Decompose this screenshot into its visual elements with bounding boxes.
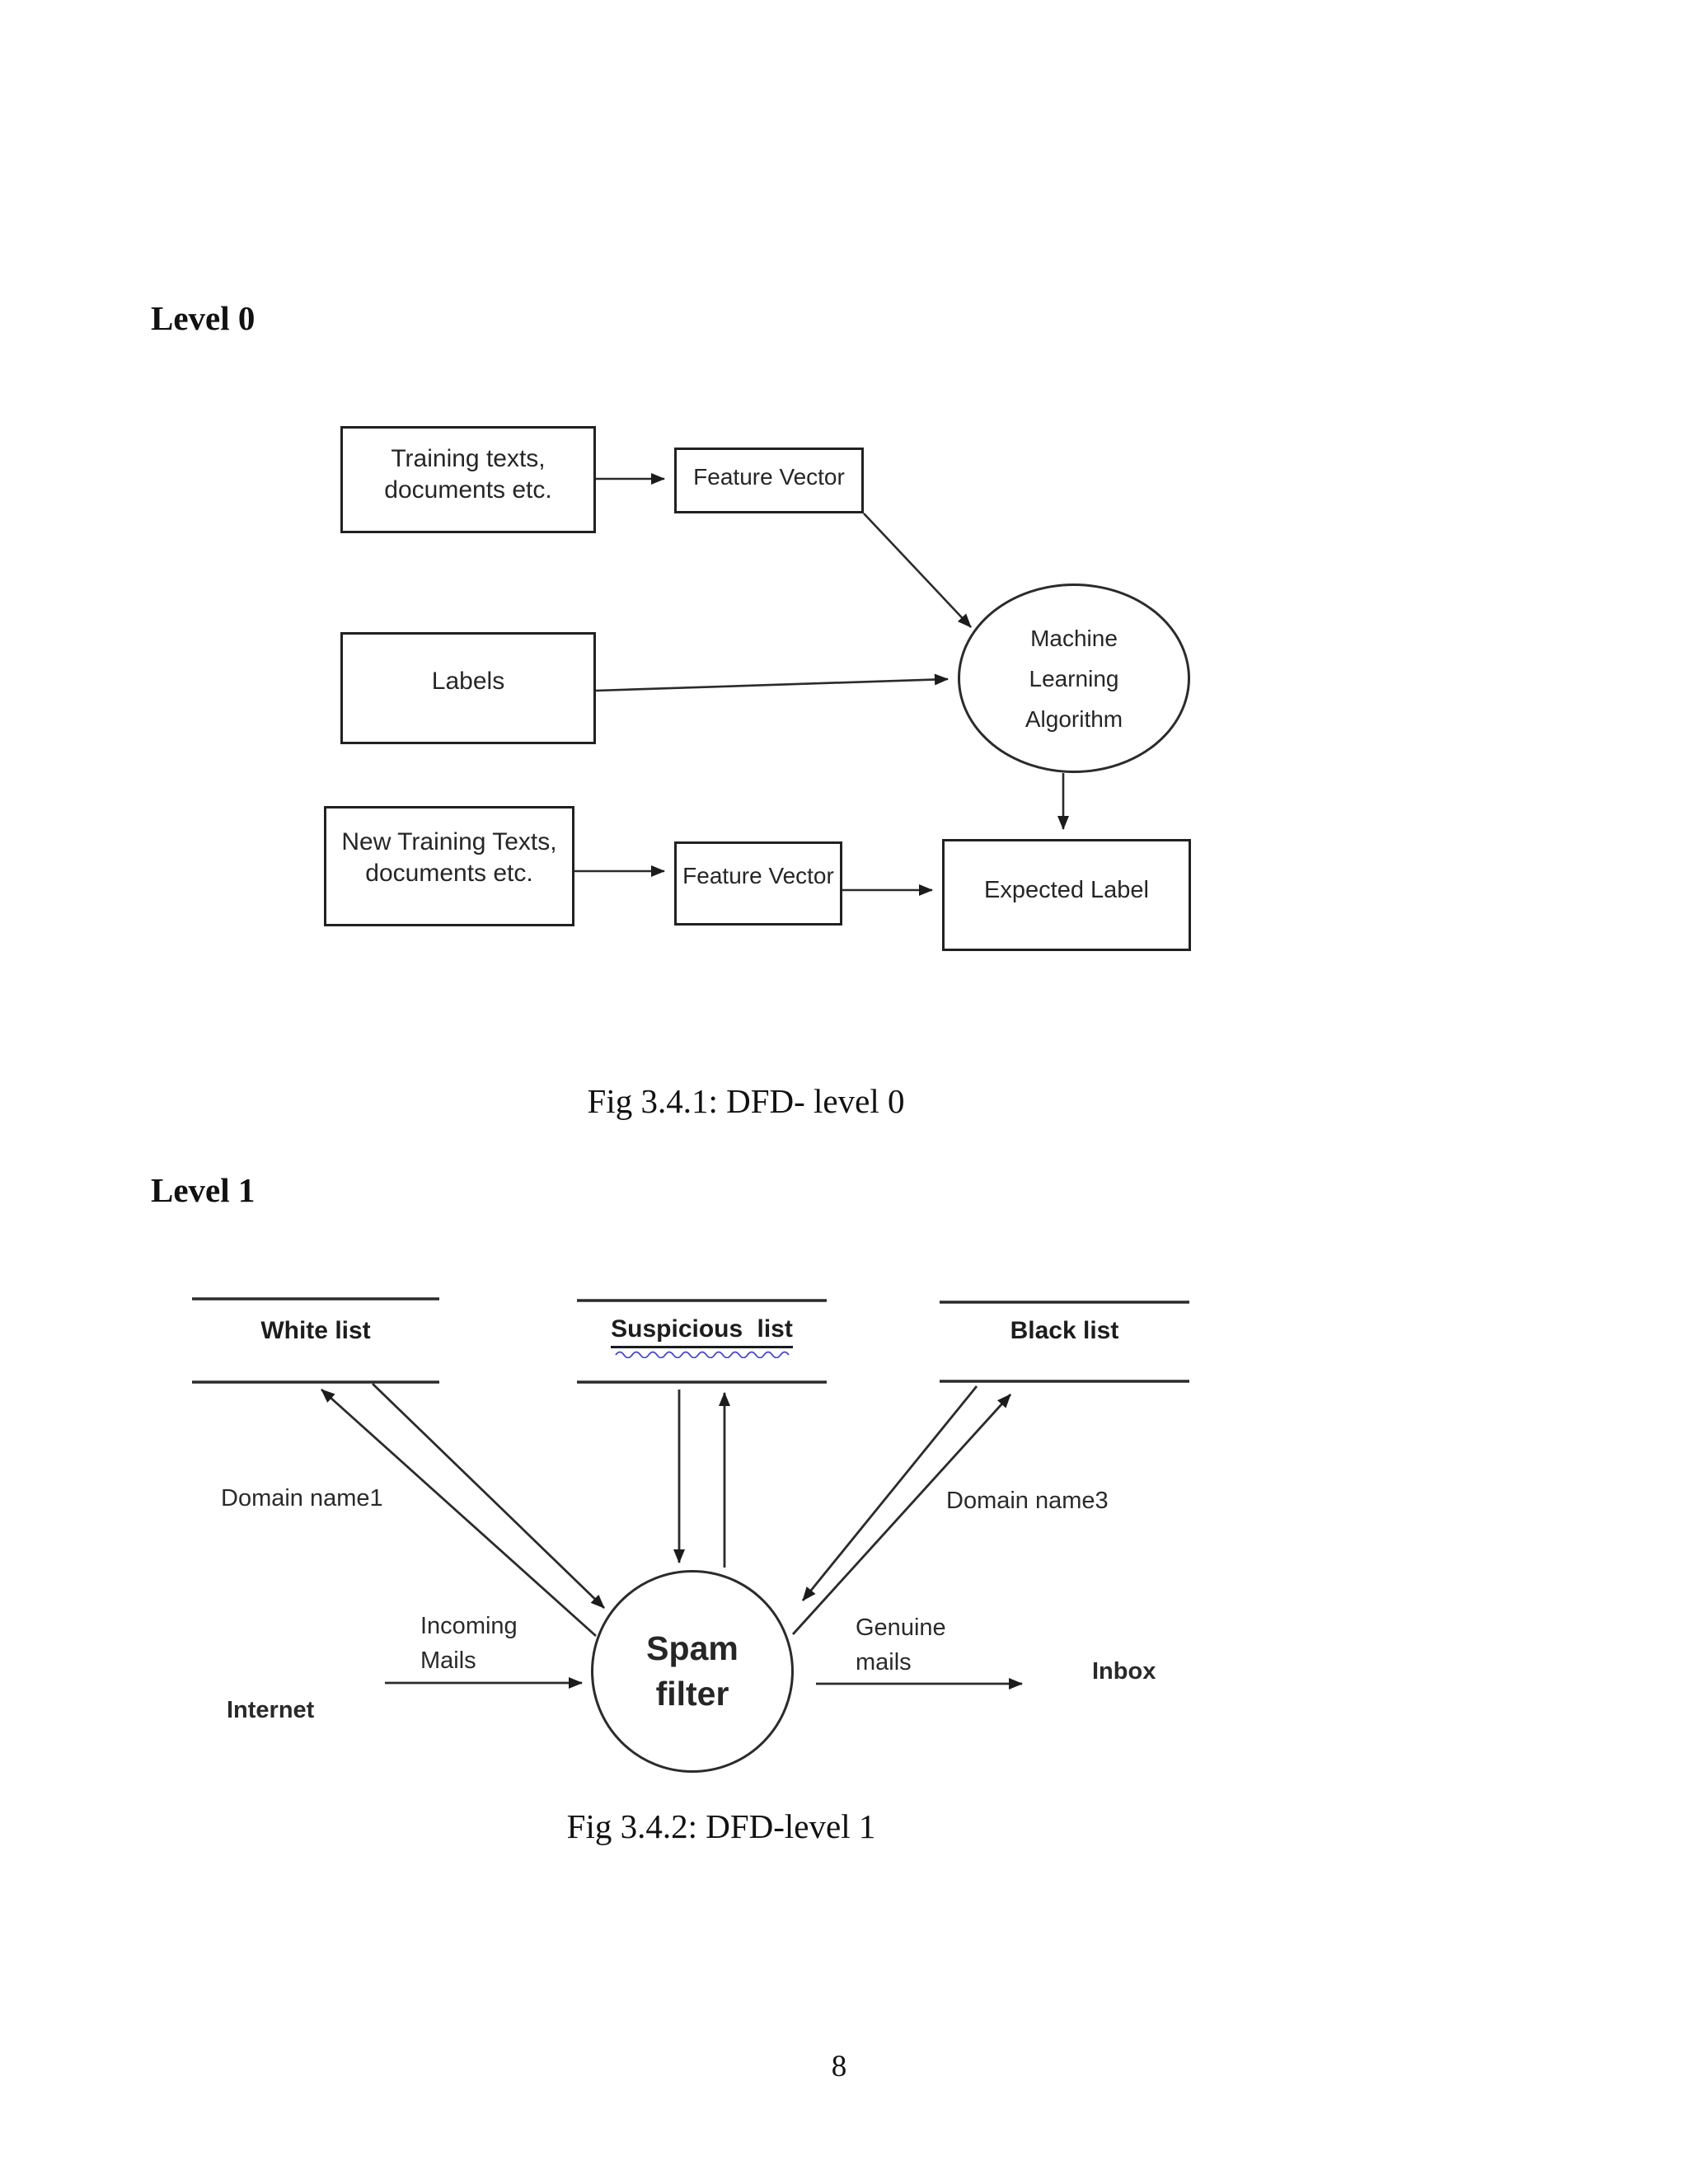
incoming-mails-line1: Incoming xyxy=(420,1613,518,1639)
domain-name1-label: Domain name1 xyxy=(221,1485,383,1511)
level0-heading: Level 0 xyxy=(151,299,256,337)
feature-vector-bottom-label: Feature Vector xyxy=(682,863,834,888)
black-list-store: Black list xyxy=(1010,1317,1119,1344)
spam-filter-process: Spam filter xyxy=(591,1570,794,1773)
genuine-mails-line2: mails xyxy=(856,1649,912,1675)
new-training-texts-box: New Training Texts, documents etc. xyxy=(324,806,574,926)
level1-heading: Level 1 xyxy=(151,1171,256,1209)
training-texts-box: Training texts, documents etc. xyxy=(340,426,596,533)
spam-filter-line2: filter xyxy=(655,1675,729,1713)
feature-vector-bottom-box: Feature Vector xyxy=(674,841,842,926)
arrow-whitelist-to-spamfilter xyxy=(372,1382,605,1610)
incoming-mails-line2: Mails xyxy=(420,1647,476,1674)
page-number: 8 xyxy=(831,2050,847,2083)
domain-name3-label: Domain name3 xyxy=(946,1488,1109,1514)
expected-label-box: Expected Label xyxy=(942,839,1191,951)
ml-line2: Learning xyxy=(1029,665,1119,691)
feature-vector-top-box: Feature Vector xyxy=(674,448,864,513)
genuine-mails-label: Genuine mails xyxy=(856,1610,946,1680)
new-training-line2: documents etc. xyxy=(365,860,533,887)
figure-caption-342: Fig 3.4.2: DFD-level 1 xyxy=(566,1807,876,1845)
suspicious-list-store: Suspicious list xyxy=(577,1315,827,1358)
ml-line1: Machine xyxy=(1030,625,1118,651)
spellcheck-squiggle xyxy=(614,1351,790,1358)
labels-box-label: Labels xyxy=(431,668,505,695)
expected-label-text: Expected Label xyxy=(984,877,1149,903)
labels-box: Labels xyxy=(340,632,596,744)
incoming-mails-label: Incoming Mails xyxy=(420,1609,518,1678)
genuine-mails-line1: Genuine xyxy=(856,1615,946,1641)
training-texts-line2: documents etc. xyxy=(384,476,552,504)
spam-filter-line1: Spam xyxy=(646,1629,738,1667)
white-list-store: White list xyxy=(260,1317,371,1344)
machine-learning-algorithm-process: Machine Learning Algorithm xyxy=(958,583,1190,773)
feature-vector-top-label: Feature Vector xyxy=(693,464,845,490)
new-training-line1: New Training Texts, xyxy=(341,828,557,855)
inbox-label: Inbox xyxy=(1092,1658,1156,1685)
figure-caption-341: Fig 3.4.1: DFD- level 0 xyxy=(587,1082,905,1120)
internet-label: Internet xyxy=(227,1697,315,1723)
suspicious-list-label: Suspicious list xyxy=(611,1315,793,1348)
ml-line3: Algorithm xyxy=(1025,705,1123,732)
training-texts-line1: Training texts, xyxy=(391,445,546,472)
arrow-labels-to-ml xyxy=(595,673,949,692)
arrow-feature-vector-to-ml xyxy=(863,513,972,628)
